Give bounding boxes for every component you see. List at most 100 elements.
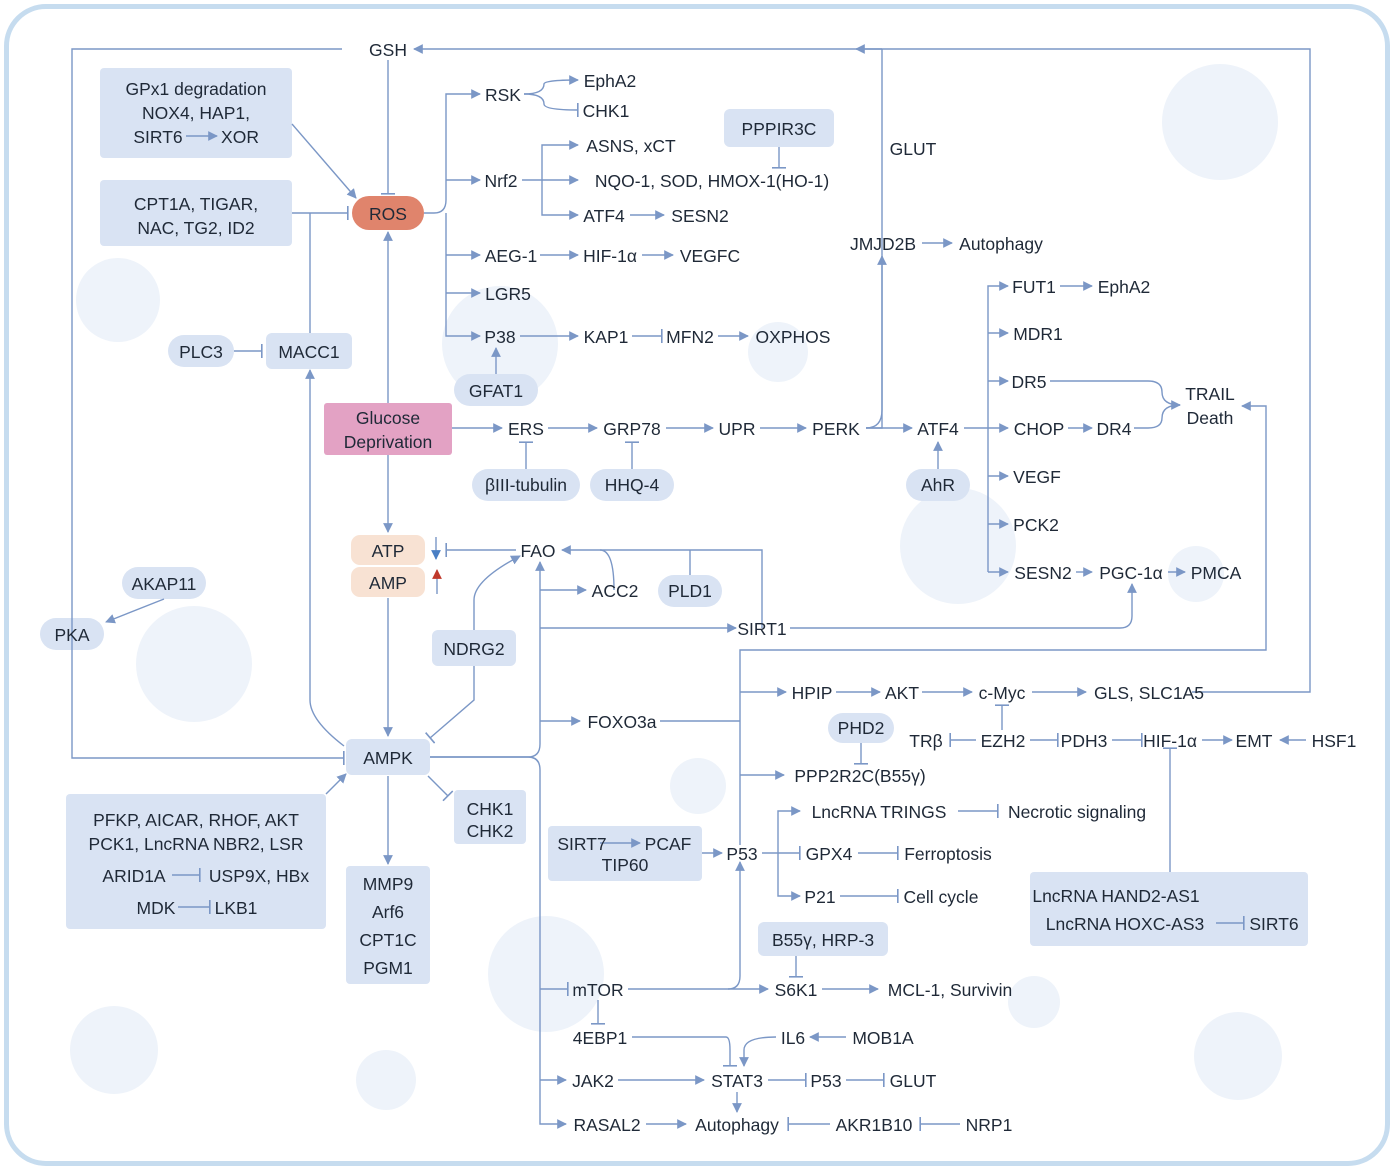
node-acc2: ACC2 [592,581,639,601]
node-akr1b10: AKR1B10 [836,1115,913,1135]
node-ezh2: EZH2 [981,731,1026,751]
node-rsk: RSK [485,85,521,105]
node-mtor: mTOR [572,980,623,1000]
node-cell-cycle: Cell cycle [904,887,979,907]
node-trb: TRβ [909,731,942,751]
node-sirt7: SIRT7 [557,834,606,854]
node-p21: P21 [804,887,835,907]
node-trail-line2: Death [1187,408,1234,428]
box-pfkp-line1: PFKP, AICAR, RHOF, AKT [93,810,299,830]
node-jmjd2b: JMJD2B [850,234,916,254]
node-chk1-bottom: CHK1 [467,799,514,819]
node-gls: GLS, SLC1A5 [1094,683,1204,703]
node-trail-line1: TRAIL [1185,384,1235,404]
node-ndrg2: NDRG2 [443,639,504,659]
box-xor: XOR [221,127,259,147]
node-autophagy-top: Autophagy [959,234,1043,254]
node-lnc-hand2: LncRNA HAND2-AS1 [1032,886,1199,906]
node-nqo1: NQO-1, SOD, HMOX-1(HO-1) [595,171,829,191]
node-rasal2: RASAL2 [573,1115,640,1135]
node-emt: EMT [1236,731,1273,751]
node-s6k1: S6K1 [775,980,818,1000]
node-mcl1: MCL-1, Survivin [888,980,1012,1000]
node-chk2: CHK2 [467,821,514,841]
ros-node [352,196,424,230]
node-epha2-right: EphA2 [1098,277,1151,297]
node-perk: PERK [812,419,860,439]
node-lgr5: LGR5 [485,284,531,304]
node-hif1a-right: HIF-1α [1143,731,1197,751]
box-cpt1a-line2: NAC, TG2, ID2 [137,218,254,238]
node-upr: UPR [719,419,756,439]
node-cmyc: c-Myc [979,683,1026,703]
node-plc3: PLC3 [179,342,223,362]
box-lkb1: LKB1 [215,898,258,918]
node-mdr1: MDR1 [1013,324,1063,344]
node-atf4-top: ATF4 [583,206,625,226]
node-ahr: AhR [921,475,955,495]
node-ppp1r3c: PPPIR3C [742,119,817,139]
node-phd2: PHD2 [838,718,885,738]
background-bubbles [70,64,1282,1110]
node-pka: PKA [54,625,89,645]
node-macc1: MACC1 [278,342,339,362]
node-atf4-mid: ATF4 [917,419,959,439]
node-p53: P53 [726,844,757,864]
node-il6: IL6 [781,1028,805,1048]
node-ers: ERS [508,419,544,439]
node-amp: AMP [369,573,407,593]
node-gfat1: GFAT1 [469,381,523,401]
node-ppp2r2c: PPP2R2C(B55γ) [794,766,925,786]
node-chop: CHOP [1014,419,1065,439]
node-cpt1c: CPT1C [359,930,416,950]
node-asns: ASNS, xCT [586,136,676,156]
node-b55y: B55γ, HRP-3 [772,930,874,950]
node-ampk: AMPK [363,748,413,768]
node-hpip: HPIP [792,683,833,703]
node-sesn2-top: SESN2 [671,206,728,226]
node-hif1a-top: HIF-1α [583,246,637,266]
node-nrf2: Nrf2 [484,171,517,191]
node-sirt6-right: SIRT6 [1249,914,1298,934]
node-arf6: Arf6 [372,902,404,922]
node-autophagy-bottom: Autophagy [695,1115,779,1135]
node-necrotic: Necrotic signaling [1008,802,1146,822]
node-akt: AKT [885,683,919,703]
node-pmca: PMCA [1191,563,1242,583]
node-vegf: VEGF [1013,467,1061,487]
node-pcaf: PCAF [645,834,692,854]
node-vegfc: VEGFC [680,246,740,266]
node-4ebp1: 4EBP1 [573,1028,627,1048]
node-stat3: STAT3 [711,1071,763,1091]
node-aeg1: AEG-1 [485,246,538,266]
node-jak2: JAK2 [572,1071,614,1091]
atp-box [351,535,425,565]
box-usp9x: USP9X, HBx [209,866,309,886]
node-hhq4: HHQ-4 [605,475,660,495]
node-fao: FAO [520,541,555,561]
node-pld1: PLD1 [668,581,712,601]
node-glut-bottom: GLUT [890,1071,937,1091]
node-gpx4: GPX4 [806,844,853,864]
node-ros: ROS [369,204,407,224]
node-p38: P38 [484,327,515,347]
boxes [40,68,1308,984]
box-gpx1-line1: GPx1 degradation [125,79,266,99]
node-glucose-line1: Glucose [356,408,420,428]
node-mmp9: MMP9 [363,874,414,894]
node-sirt1: SIRT1 [737,619,786,639]
node-fut1: FUT1 [1012,277,1056,297]
node-biii-tubulin: βIII-tubulin [485,475,567,495]
connections [71,44,1311,1131]
node-nrp1: NRP1 [966,1115,1013,1135]
node-hsf1: HSF1 [1312,731,1357,751]
node-epha2-top: EphA2 [584,71,637,91]
box-gpx1-line2: NOX4, HAP1, [142,103,250,123]
node-mob1a: MOB1A [852,1028,914,1048]
node-dr4: DR4 [1096,419,1131,439]
node-pck2: PCK2 [1013,515,1059,535]
box-pfkp-line2: PCK1, LncRNA NBR2, LSR [89,834,304,854]
node-glut-top: GLUT [890,139,937,159]
node-foxo3a: FOXO3a [587,712,656,732]
